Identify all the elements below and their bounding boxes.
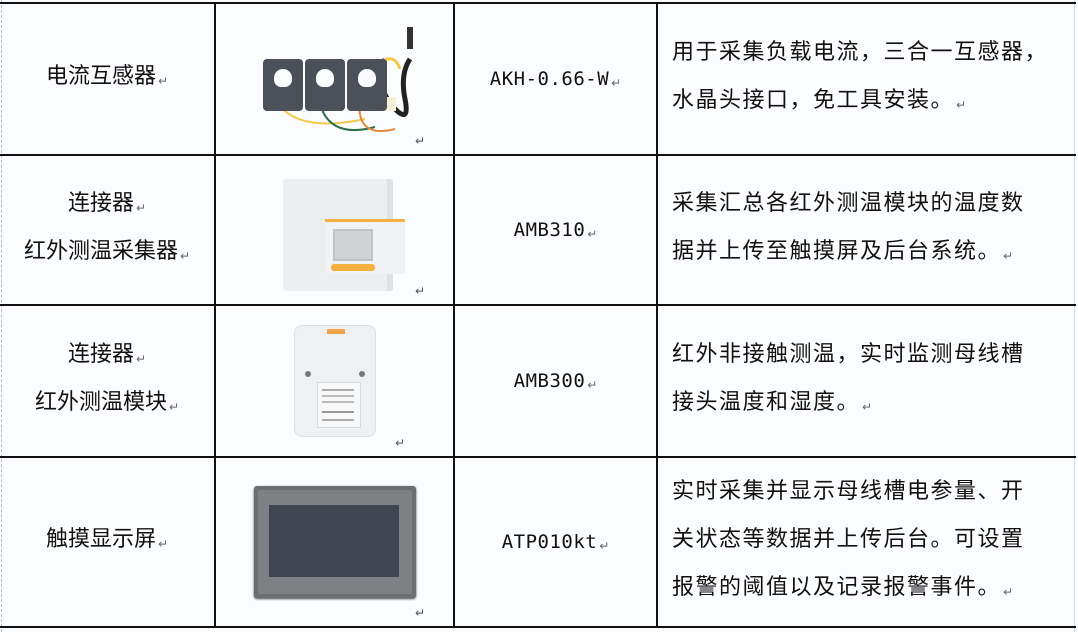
model-cell: AKH-0.66-W↵ xyxy=(453,2,658,156)
module-screw-left xyxy=(304,371,311,377)
paragraph-mark-icon: ↵ xyxy=(587,378,598,392)
description-line: 报警的阈值以及记录报警事件。 xyxy=(672,575,1002,600)
paragraph-mark-icon: ↵ xyxy=(414,606,425,620)
current-transformer-image xyxy=(235,19,435,139)
ct-core-3 xyxy=(346,59,387,111)
paragraph-mark-icon: ↵ xyxy=(862,400,873,414)
table-row: 触摸显示屏↵ ↵ ATP010kt↵ 实时采集并显示母线槽电参量、开 关状态等数… xyxy=(0,456,1076,628)
product-name-line: 连接器 xyxy=(67,342,134,367)
description-line: 采集汇总各红外测温模块的温度数 xyxy=(672,191,1025,216)
description-line: 用于采集负载电流，三合一互感器， xyxy=(672,40,1049,65)
model-number: ATP010kt xyxy=(501,531,598,553)
module-orange-tag xyxy=(326,329,345,334)
description-cell: 用于采集负载电流，三合一互感器， 水晶头接口，免工具安装。↵ xyxy=(656,2,1076,156)
description-line: 水晶头接口，免工具安装。 xyxy=(672,88,955,113)
paragraph-mark-icon: ↵ xyxy=(1003,585,1014,599)
paragraph-mark-icon: ↵ xyxy=(394,436,405,450)
paragraph-mark-icon: ↵ xyxy=(135,352,147,366)
product-image-cell: ↵ xyxy=(214,456,455,628)
ct-core-1 xyxy=(262,59,303,111)
ct-core-2 xyxy=(304,59,345,111)
model-number: AMB300 xyxy=(513,370,586,392)
paragraph-mark-icon: ↵ xyxy=(599,539,610,553)
paragraph-mark-icon: ↵ xyxy=(168,400,180,414)
product-name: 电流互感器 xyxy=(45,64,156,89)
description-line: 实时采集并显示母线槽电参量、开 xyxy=(672,479,1025,504)
paragraph-mark-icon: ↵ xyxy=(956,98,967,112)
paragraph-mark-icon: ↵ xyxy=(414,284,425,298)
description-line: 接头温度和湿度。 xyxy=(672,390,861,415)
description-line: 红外非接触测温，实时监测母线槽 xyxy=(672,342,1025,367)
paragraph-mark-icon: ↵ xyxy=(587,227,598,241)
product-image-cell: ↵ xyxy=(214,154,455,306)
paragraph-mark-icon: ↵ xyxy=(157,537,169,551)
module-label xyxy=(316,382,361,428)
product-name-cell: 连接器↵ 红外测温模块↵ xyxy=(0,304,216,458)
table-row: 连接器↵ 红外测温采集器↵ ↵ AMB310↵ 采集汇总各红外测温模块的温度数 … xyxy=(0,154,1076,306)
table-row: 连接器↵ 红外测温模块↵ ↵ AMB300↵ 红外非接触测温，实时监测母线槽 接… xyxy=(0,304,1076,458)
infrared-temperature-collector-image xyxy=(275,171,405,291)
paragraph-mark-icon: ↵ xyxy=(135,201,147,215)
product-name-line: 红外测温模块 xyxy=(34,390,167,415)
module-screw-right xyxy=(358,371,365,377)
product-name-cell: 电流互感器↵ xyxy=(0,2,216,156)
product-name-line: 红外测温采集器 xyxy=(23,239,178,264)
model-number: AMB310 xyxy=(513,219,586,241)
paragraph-mark-icon: ↵ xyxy=(157,74,169,88)
model-cell: AMB310↵ xyxy=(453,154,658,306)
paragraph-mark-icon: ↵ xyxy=(611,76,622,90)
product-name-line: 连接器 xyxy=(67,191,134,216)
paragraph-mark-icon: ↵ xyxy=(179,249,191,263)
model-cell: AMB300↵ xyxy=(453,304,658,458)
description-line: 关状态等数据并上传后台。可设置 xyxy=(672,527,1025,552)
product-name: 触摸显示屏 xyxy=(45,527,156,552)
collector-buttons xyxy=(330,264,375,271)
product-image-cell: ↵ xyxy=(214,304,455,458)
description-cell: 采集汇总各红外测温模块的温度数 据并上传至触摸屏及后台系统。↵ xyxy=(656,154,1076,306)
paragraph-mark-icon: ↵ xyxy=(414,134,425,148)
table-row: 电流互感器↵ xyxy=(0,2,1076,156)
model-cell: ATP010kt↵ xyxy=(453,456,658,628)
paragraph-mark-icon: ↵ xyxy=(1003,249,1014,263)
description-cell: 红外非接触测温，实时监测母线槽 接头温度和湿度。↵ xyxy=(656,304,1076,458)
description-cell: 实时采集并显示母线槽电参量、开 关状态等数据并上传后台。可设置 报警的阈值以及记… xyxy=(656,456,1076,628)
touch-display-image xyxy=(253,486,416,598)
description-line: 据并上传至触摸屏及后台系统。 xyxy=(672,239,1002,264)
model-number: AKH-0.66-W xyxy=(489,68,610,90)
product-name-cell: 触摸显示屏↵ xyxy=(0,456,216,628)
infrared-temperature-module-image xyxy=(293,325,376,437)
collector-lcd xyxy=(332,229,373,261)
panel-screen xyxy=(268,505,399,577)
product-name-cell: 连接器↵ 红外测温采集器↵ xyxy=(0,154,216,306)
product-image-cell: ↵ xyxy=(214,2,455,156)
